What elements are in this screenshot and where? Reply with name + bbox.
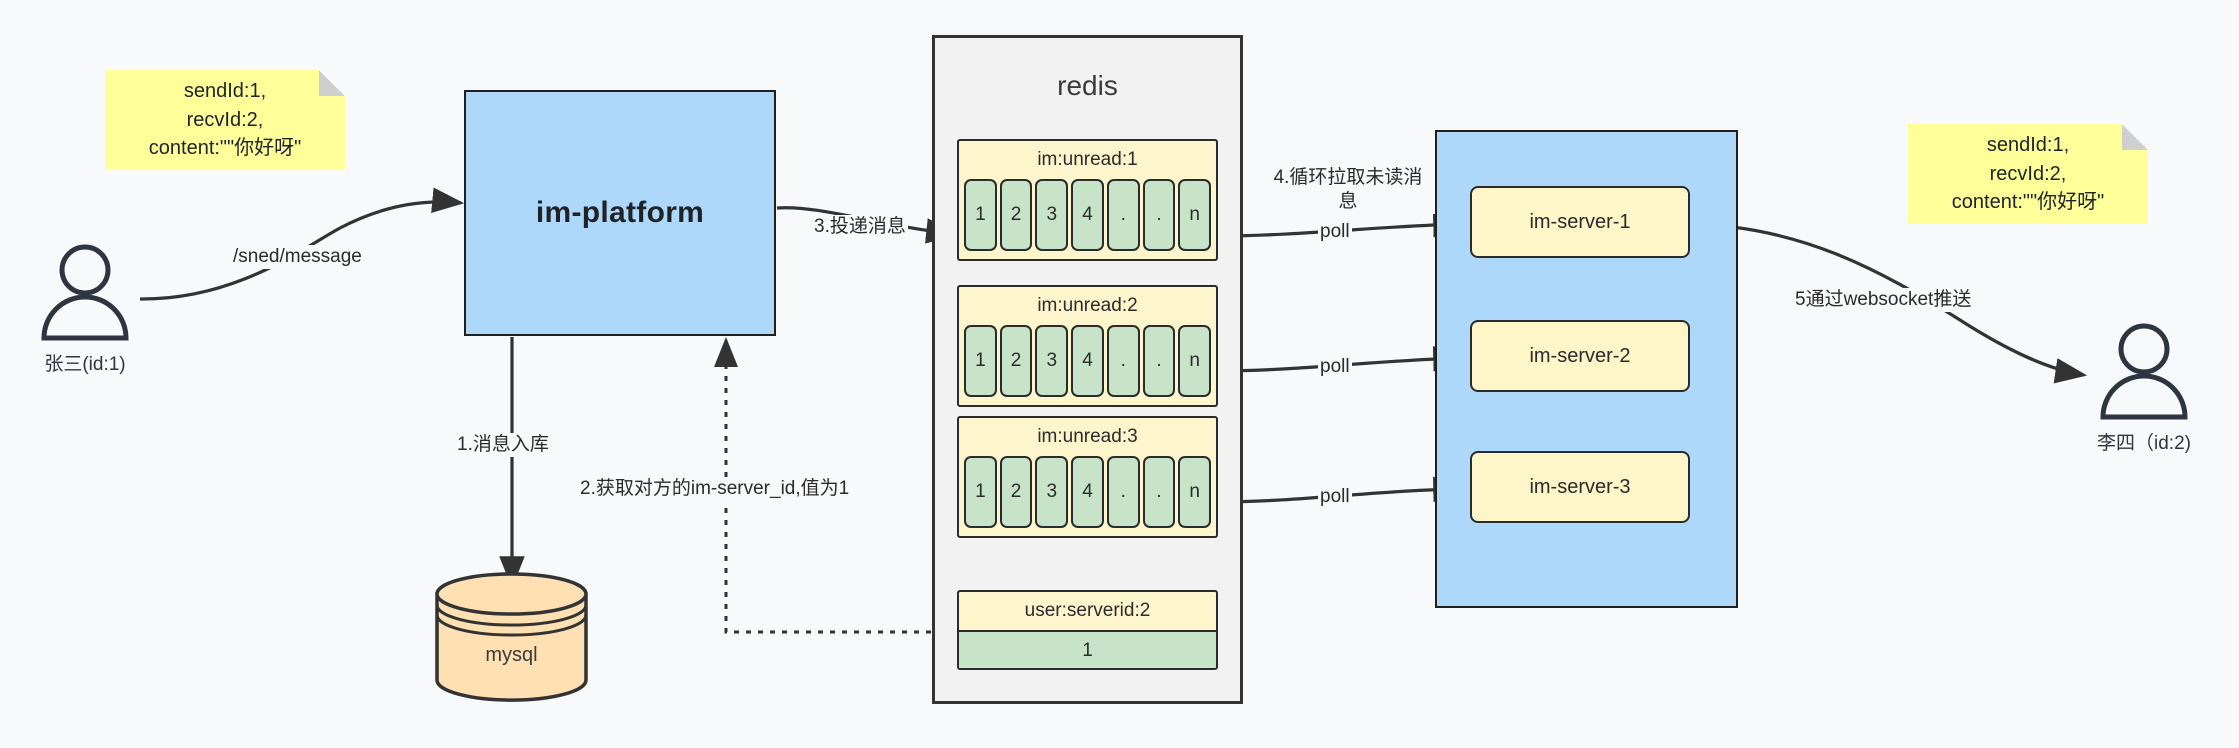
node-im-server-1[interactable]: im-server-1	[1470, 186, 1690, 258]
user-icon	[41, 244, 129, 341]
redis-key-im-unread-3[interactable]: im:unread:3 1 2 3 4 . . n	[957, 416, 1218, 538]
redis-cell: .	[1106, 179, 1140, 251]
edge-label-poll-3: poll	[1318, 485, 1352, 509]
edge-label-step5: 5通过websocket推送	[1793, 288, 1974, 312]
edge-fetch-serverid	[714, 337, 955, 634]
edge-label-send-message: /sned/message	[231, 245, 364, 269]
redis-cell: 3	[1035, 325, 1069, 397]
redis-cell: .	[1142, 456, 1176, 528]
edge-label-step2: 2.获取对方的im-server_id,值为1	[578, 477, 852, 501]
actor-receiver-label: 李四（id:2)	[2097, 433, 2191, 454]
redis-cell: 2	[999, 456, 1033, 528]
node-im-server-3-label: im-server-3	[1529, 475, 1631, 498]
node-im-platform[interactable]: im-platform	[464, 90, 776, 336]
redis-key-cells: 1 2 3 4 . . n	[959, 179, 1216, 255]
redis-key-im-unread-1[interactable]: im:unread:1 1 2 3 4 . . n	[957, 139, 1218, 261]
redis-cell: 1	[964, 179, 997, 251]
redis-cell: 2	[999, 325, 1033, 397]
edge-label-step4: 4.循环拉取未读消 息	[1258, 166, 1438, 214]
redis-cell: 2	[999, 179, 1033, 251]
node-mysql[interactable]: mysql	[434, 572, 589, 702]
node-im-server-2-label: im-server-2	[1529, 344, 1631, 367]
redis-cell: .	[1142, 179, 1176, 251]
redis-cell: .	[1142, 325, 1176, 397]
redis-cell: 1	[964, 325, 997, 397]
actor-receiver: 李四（id:2)	[2094, 322, 2194, 454]
node-im-server-3[interactable]: im-server-3	[1470, 451, 1690, 523]
redis-cell: 1	[964, 456, 997, 528]
redis-kv-value: 1	[959, 632, 1216, 668]
redis-cell: .	[1106, 456, 1140, 528]
redis-key-cells: 1 2 3 4 . . n	[959, 325, 1216, 401]
redis-cell: 3	[1035, 179, 1069, 251]
node-im-platform-label: im-platform	[535, 196, 705, 229]
edge-label-step1: 1.消息入库	[455, 433, 551, 457]
redis-key-name: im:unread:2	[1037, 295, 1138, 316]
edge-label-step3: 3.投递消息	[812, 215, 908, 239]
actor-sender-label: 张三(id:1)	[44, 354, 126, 375]
database-cylinder-icon	[435, 572, 588, 702]
note-fold-icon	[319, 70, 345, 96]
node-mysql-label: mysql	[485, 644, 538, 666]
redis-key-name: im:unread:3	[1037, 426, 1138, 447]
redis-cell: 4	[1071, 325, 1104, 397]
redis-cell: 4	[1071, 179, 1104, 251]
edge-label-poll-1: poll	[1318, 220, 1352, 244]
redis-key-im-unread-2[interactable]: im:unread:2 1 2 3 4 . . n	[957, 285, 1218, 407]
redis-cell: n	[1178, 179, 1212, 251]
redis-key-cells: 1 2 3 4 . . n	[959, 456, 1216, 532]
note-sender-payload: sendId:1, recvId:2, content:""你好呀"	[105, 70, 345, 170]
redis-title: redis	[1057, 70, 1118, 101]
note-sender-text: sendId:1, recvId:2, content:""你好呀"	[148, 80, 302, 160]
node-im-server-2[interactable]: im-server-2	[1470, 320, 1690, 392]
actor-sender: 张三(id:1)	[35, 243, 135, 375]
redis-cell: n	[1178, 325, 1212, 397]
note-fold-icon	[2122, 124, 2148, 150]
redis-kv-name: user:serverid:2	[959, 592, 1216, 632]
redis-key-user-serverid[interactable]: user:serverid:2 1	[957, 590, 1218, 670]
redis-cell: n	[1178, 456, 1212, 528]
redis-cell: .	[1106, 325, 1140, 397]
redis-cell: 4	[1071, 456, 1104, 528]
note-receiver-payload: sendId:1, recvId:2, content:""你好呀"	[1908, 124, 2148, 224]
edge-label-poll-2: poll	[1318, 355, 1352, 379]
user-icon	[2100, 323, 2188, 420]
note-receiver-text: sendId:1, recvId:2, content:""你好呀"	[1951, 134, 2105, 214]
redis-cell: 3	[1035, 456, 1069, 528]
redis-key-name: im:unread:1	[1037, 149, 1138, 170]
node-im-server-1-label: im-server-1	[1529, 210, 1631, 233]
edge-send-message	[139, 187, 465, 301]
